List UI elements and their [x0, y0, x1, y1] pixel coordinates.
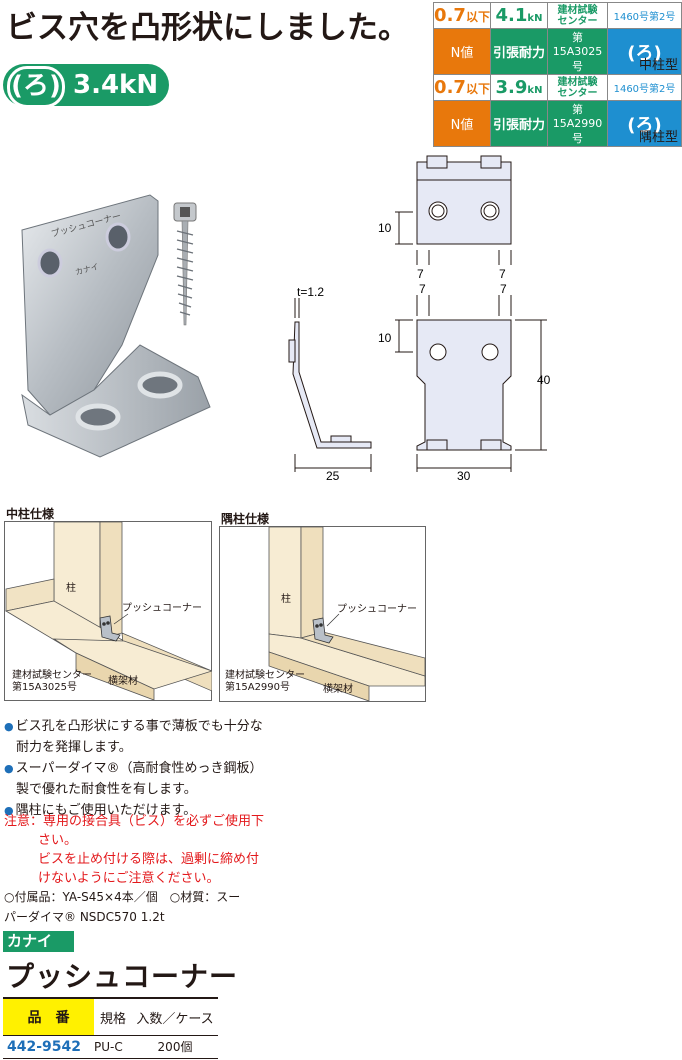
standard-number: 1460号第2号 — [607, 2, 682, 29]
cert-number: 第15A2990号 — [547, 100, 608, 147]
header-item-code: 品 番 — [3, 999, 94, 1035]
label-cert-no: 第15A2990号 — [225, 680, 290, 693]
dim-front-right-7: 7 — [500, 282, 507, 296]
item-spec: PU-C — [94, 1040, 123, 1054]
label-beam: 横架材 — [108, 674, 138, 687]
accessories-material: ○付属品：YA-S45×4本／個 ○材質：スー パーダイマ® NSDC570 1… — [4, 890, 241, 924]
n-value: 0.7以下 — [433, 2, 491, 29]
type-label-corner: 隅柱型 — [638, 130, 678, 145]
dimension-drawing: 10 7 7 7 7 10 40 t=1.2 25 30 — [288, 155, 551, 483]
dim-front-left-7: 7 — [419, 282, 426, 296]
bullet-icon: ● — [4, 804, 14, 817]
rating-badge: (ろ) 3.4kN — [3, 64, 169, 108]
product-name: プッシュコーナー — [6, 960, 239, 993]
type-label-center: 中柱型 — [638, 58, 678, 73]
spec-table-center-post: 0.7以下 4.1kN 建材試験センター 1460号第2号 N値 引張耐力 第1… — [433, 2, 682, 75]
force-value: 3.9kN — [490, 74, 548, 101]
bracket-icon — [99, 615, 121, 642]
feature-item: ●ビス孔を凸形状にする事で薄板でも十分な — [4, 719, 263, 734]
panel-title-corner: 隅柱仕様 — [221, 512, 270, 526]
label-beam: 横架材 — [323, 682, 353, 695]
bullet-icon: ● — [4, 720, 14, 733]
label-cert-org: 建材試験センター — [12, 668, 92, 681]
dim-front-hole-height: 10 — [378, 331, 392, 345]
label-product: プッシュコーナー — [122, 602, 202, 614]
brand-label: カナイ — [3, 931, 74, 952]
label-post: 柱 — [66, 581, 76, 594]
label-cert-no: 第15A3025号 — [12, 680, 77, 693]
item-code: 442-9542 — [7, 1039, 81, 1055]
caution-note: 注意：専用の接合具（ビス）を必ずご使用下 さい。 ビスを止め付ける際は、過剰に締… — [4, 814, 265, 886]
feature-item-cont: 耐力を発揮します。 — [16, 740, 132, 755]
feature-list: ●ビス孔を凸形状にする事で薄板でも十分な 耐力を発揮します。 ●スーパーダイマ®… — [4, 716, 304, 821]
dim-top-left-7: 7 — [417, 267, 424, 281]
header-spec: 規格 — [99, 1011, 126, 1027]
dim-top-hole-height: 10 — [378, 221, 392, 235]
order-table: 品 番 規格 入数／ケース 442-9542 PU-C 200個 — [3, 997, 218, 1059]
n-value: 0.7以下 — [433, 74, 491, 101]
test-org: 建材試験センター — [547, 2, 608, 29]
rating-value: 3.4kN — [73, 70, 159, 100]
label-product: プッシュコーナー — [337, 603, 417, 615]
test-org: 建材試験センター — [547, 74, 608, 101]
bracket-icon — [312, 617, 334, 644]
standard-number: 1460号第2号 — [607, 74, 682, 101]
n-label: N値 — [433, 28, 491, 75]
product-photo: プッシュコーナー カナイ — [21, 194, 211, 458]
force-label: 引張耐力 — [490, 100, 548, 147]
dim-height-40: 40 — [537, 373, 551, 387]
panel-title-center: 中柱仕様 — [6, 507, 55, 521]
headline: ビス穴を凸形状にしました。 — [6, 10, 409, 46]
header-qty: 入数／ケース — [136, 1011, 214, 1027]
feature-item-cont: 製で優れた耐食性を有します。 — [16, 782, 197, 797]
n-label: N値 — [433, 100, 491, 147]
install-diagram-center: 柱 プッシュコーナー 建材試験センター 第15A3025号 横架材 — [4, 521, 212, 701]
grade: (ろ) — [607, 100, 682, 147]
dim-depth-25: 25 — [326, 469, 340, 483]
screw-icon — [173, 202, 197, 326]
feature-item: ●隅柱にもご使用いただけます。 — [4, 803, 197, 818]
bullet-icon: ● — [4, 762, 14, 775]
spec-table-corner-post: 0.7以下 3.9kN 建材試験センター 1460号第2号 N値 引張耐力 第1… — [433, 74, 682, 147]
label-cert-org: 建材試験センター — [225, 668, 305, 681]
feature-item: ●スーパーダイマ®（高耐食性めっき鋼板） — [4, 761, 263, 776]
dim-thickness: t=1.2 — [297, 285, 324, 299]
force-value: 4.1kN — [490, 2, 548, 29]
dim-top-right-7: 7 — [499, 267, 506, 281]
force-label: 引張耐力 — [490, 28, 548, 75]
rating-grade: (ろ) — [7, 66, 65, 108]
cert-number: 第15A3025号 — [547, 28, 608, 75]
label-post: 柱 — [281, 592, 291, 605]
dim-width-30: 30 — [457, 469, 471, 483]
item-qty: 200個 — [157, 1040, 193, 1054]
install-diagram-corner: 柱 プッシュコーナー 建材試験センター 第15A2990号 横架材 — [219, 526, 426, 702]
grade: (ろ) — [607, 28, 682, 75]
table-row: 442-9542 PU-C 200個 — [3, 1036, 218, 1059]
